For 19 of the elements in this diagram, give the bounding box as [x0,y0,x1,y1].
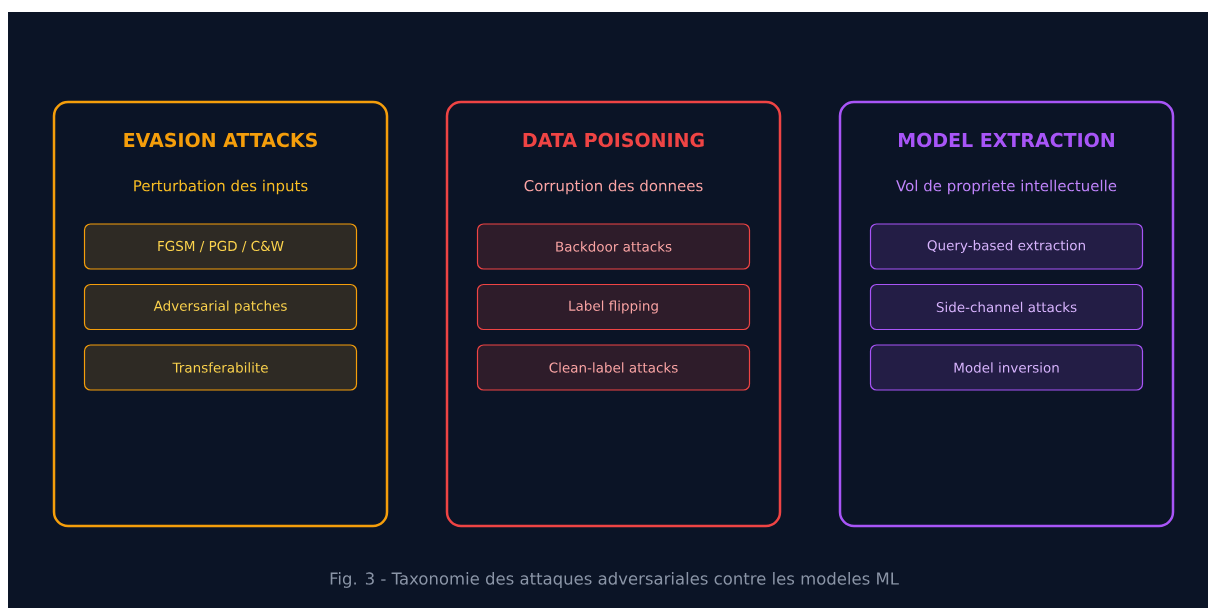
item-box: Model inversion [869,344,1144,391]
category-panel [838,100,1175,528]
panel-subtitle: Corruption des donnees [524,179,703,195]
item-box: Query-based extraction [869,223,1144,270]
panel-title: DATA POISONING [523,132,704,148]
item-box: Transferabilite [83,344,358,391]
item-box: Side-channel attacks [869,283,1144,331]
panel-subtitle: Vol de propriete intellectuelle [896,179,1117,195]
item-box: FGSM / PGD / C&W [83,223,358,270]
category-panel [52,100,389,528]
caption: Fig. 3 - Taxonomie des attaques adversariales contre les modeles ML [330,572,899,588]
panel-subtitle: Perturbation des inputs [134,179,308,195]
panel-title: EVASION ATTACKS [124,132,317,148]
category-panel [445,100,782,528]
item-box: Adversarial patches [83,283,358,331]
item-box: Clean-label attacks [476,344,751,391]
item-box: Label flipping [476,283,751,331]
item-box: Backdoor attacks [476,223,751,270]
panel-title: MODEL EXTRACTION [899,132,1114,148]
